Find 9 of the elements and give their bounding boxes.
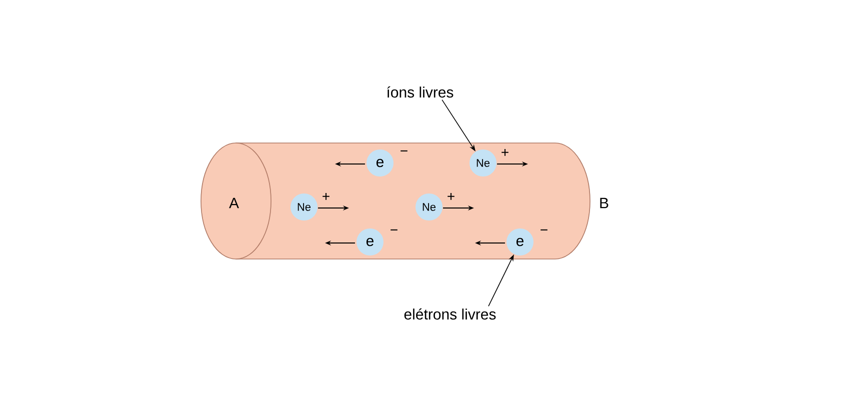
callout-text: elétrons livres bbox=[404, 308, 496, 320]
callout-text: íons livres bbox=[387, 86, 454, 98]
charge-sign: − bbox=[540, 229, 548, 230]
charge-sign: − bbox=[400, 150, 408, 152]
charge-sign: + bbox=[322, 192, 330, 200]
charge-sign: + bbox=[448, 192, 454, 200]
end-label: B bbox=[600, 198, 608, 208]
charge-sign: + bbox=[502, 148, 508, 156]
charge-sign: − bbox=[390, 229, 398, 230]
